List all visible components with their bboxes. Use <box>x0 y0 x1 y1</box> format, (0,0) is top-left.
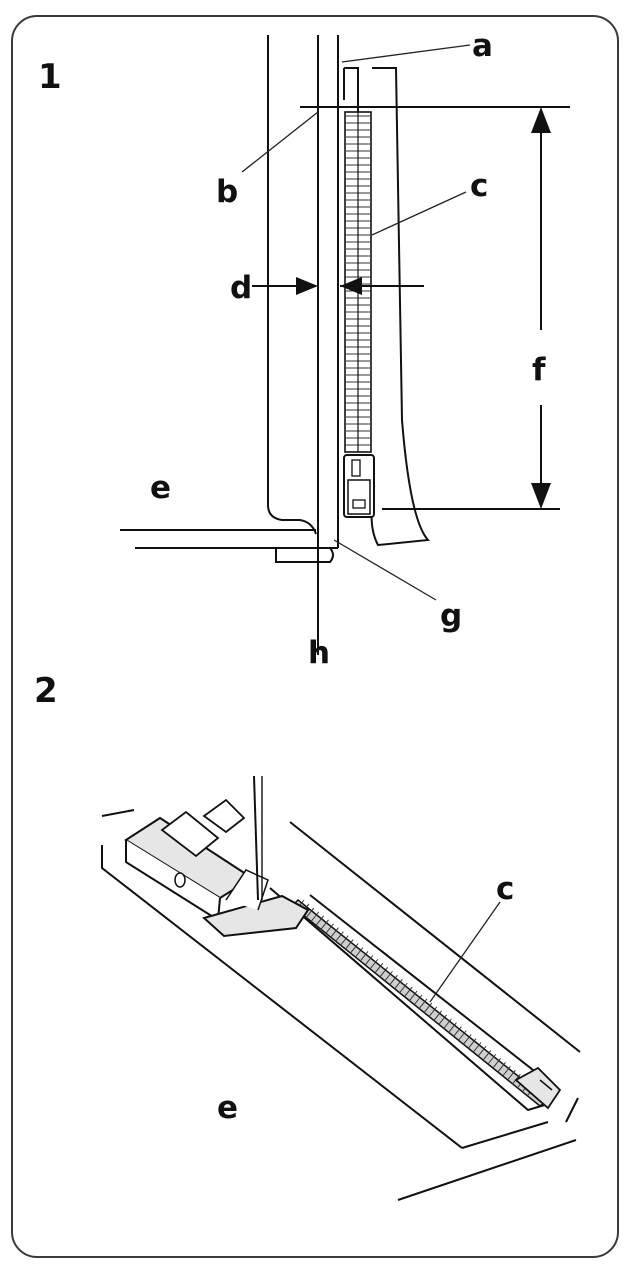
zipper-tooth <box>472 1042 482 1053</box>
label-c-step2: c <box>496 871 514 907</box>
seam-fold-g <box>275 547 334 563</box>
zipper-tooth <box>462 1034 472 1045</box>
zipper-tooth <box>492 1058 502 1069</box>
zipper-slider-neck <box>351 459 361 477</box>
zipper-tooth <box>403 986 413 998</box>
zipper-tooth <box>354 947 364 958</box>
step-2-illustration: 2 c e <box>34 671 581 1201</box>
zipper-slider-detail <box>539 1079 553 1091</box>
label-e-step1: e <box>150 470 171 506</box>
zipper-tooth <box>408 990 418 1002</box>
zipper-tooth <box>393 978 403 990</box>
zipper-tooth <box>349 943 359 954</box>
zipper-tooth <box>325 923 334 935</box>
zipper-tooth <box>507 1069 516 1081</box>
zipper-tooth <box>379 966 388 978</box>
zipper-tooth <box>418 998 428 1010</box>
fabric-right-top-edge <box>289 821 581 1053</box>
zipper-tooth <box>428 1006 438 1018</box>
zipper-tooth <box>374 963 384 974</box>
zipper-tooth <box>334 931 344 942</box>
zipper-tooth <box>443 1018 452 1030</box>
zipper-tooth <box>477 1046 487 1057</box>
zipper-tooth <box>423 1002 433 1014</box>
leader-g <box>333 539 437 601</box>
leader-b <box>241 111 319 173</box>
presser-foot-ridge-2 <box>202 798 246 834</box>
label-h: h <box>308 635 330 671</box>
zipper-pull-hole <box>352 499 366 509</box>
fabric-left-edge-step2 <box>101 845 463 1149</box>
zipper-slider-step2 <box>514 1066 562 1110</box>
zipper-tooth <box>487 1054 497 1065</box>
zipper-tooth <box>448 1022 457 1034</box>
zipper-tooth <box>364 955 374 966</box>
zipper-tooth <box>452 1026 462 1037</box>
zipper-tape-step2 <box>290 898 550 1107</box>
zipper-tooth <box>457 1030 467 1041</box>
zipper-tooth <box>359 951 369 962</box>
presser-foot-ridge-1 <box>160 810 220 858</box>
zipper-tooth <box>467 1038 477 1049</box>
zipper-tooth <box>497 1061 506 1073</box>
label-g: g <box>440 598 462 634</box>
step-number-1: 1 <box>38 57 62 97</box>
zipper-tooth <box>330 927 339 939</box>
arrow-left-icon <box>340 277 362 295</box>
zipper-tooth <box>438 1014 447 1026</box>
label-d: d <box>230 270 252 306</box>
zipper-tooth <box>384 970 393 982</box>
fabric-left-edge <box>267 35 317 535</box>
leader-c-step1 <box>371 191 467 236</box>
presser-foot-side <box>125 840 221 922</box>
arrow-right-icon <box>296 277 318 295</box>
zipper-tooth <box>305 907 315 919</box>
zipper-tooth <box>389 974 398 986</box>
zipper-tooth <box>433 1010 443 1022</box>
fabric-corner-mark <box>101 809 135 817</box>
zipper-tooth <box>310 911 320 923</box>
zipper-tooth <box>315 915 325 927</box>
zipper-tape <box>343 67 431 547</box>
zipper-tooth <box>320 919 329 931</box>
label-f: f <box>532 352 546 388</box>
arrow-down-icon <box>531 483 551 509</box>
zipper-top-stop-left <box>344 67 359 112</box>
leader-c-step2 <box>429 901 501 1003</box>
zipper-tooth <box>344 939 354 950</box>
zipper-right-tape-edge <box>309 894 557 1089</box>
leader-a <box>341 44 471 63</box>
step-1-illustration: 1 <box>38 28 570 671</box>
label-a: a <box>472 28 493 64</box>
label-e-step2: e <box>217 1090 238 1126</box>
zipper-tooth <box>502 1065 511 1077</box>
zipper-tooth <box>398 982 408 994</box>
zipper-stitch-line <box>269 887 549 1112</box>
label-c-step1: c <box>470 168 488 204</box>
presser-foot-screw <box>174 872 186 888</box>
arrow-up-icon <box>531 107 551 133</box>
label-b: b <box>216 174 238 210</box>
zipper-pull-tab <box>347 479 371 515</box>
zipper-tooth <box>482 1050 492 1061</box>
zipper-tooth <box>413 994 423 1006</box>
fabric-under-edge <box>397 1139 577 1201</box>
step-number-2: 2 <box>34 671 58 711</box>
diagram-frame <box>11 15 619 1258</box>
presser-foot-toe <box>201 894 310 938</box>
zipper-tooth <box>369 959 379 970</box>
fabric-right-corner <box>565 1097 579 1123</box>
zipper-tooth <box>339 935 349 946</box>
needle-icon <box>253 775 259 901</box>
fabric-bottom-edge-step2 <box>461 1121 549 1149</box>
